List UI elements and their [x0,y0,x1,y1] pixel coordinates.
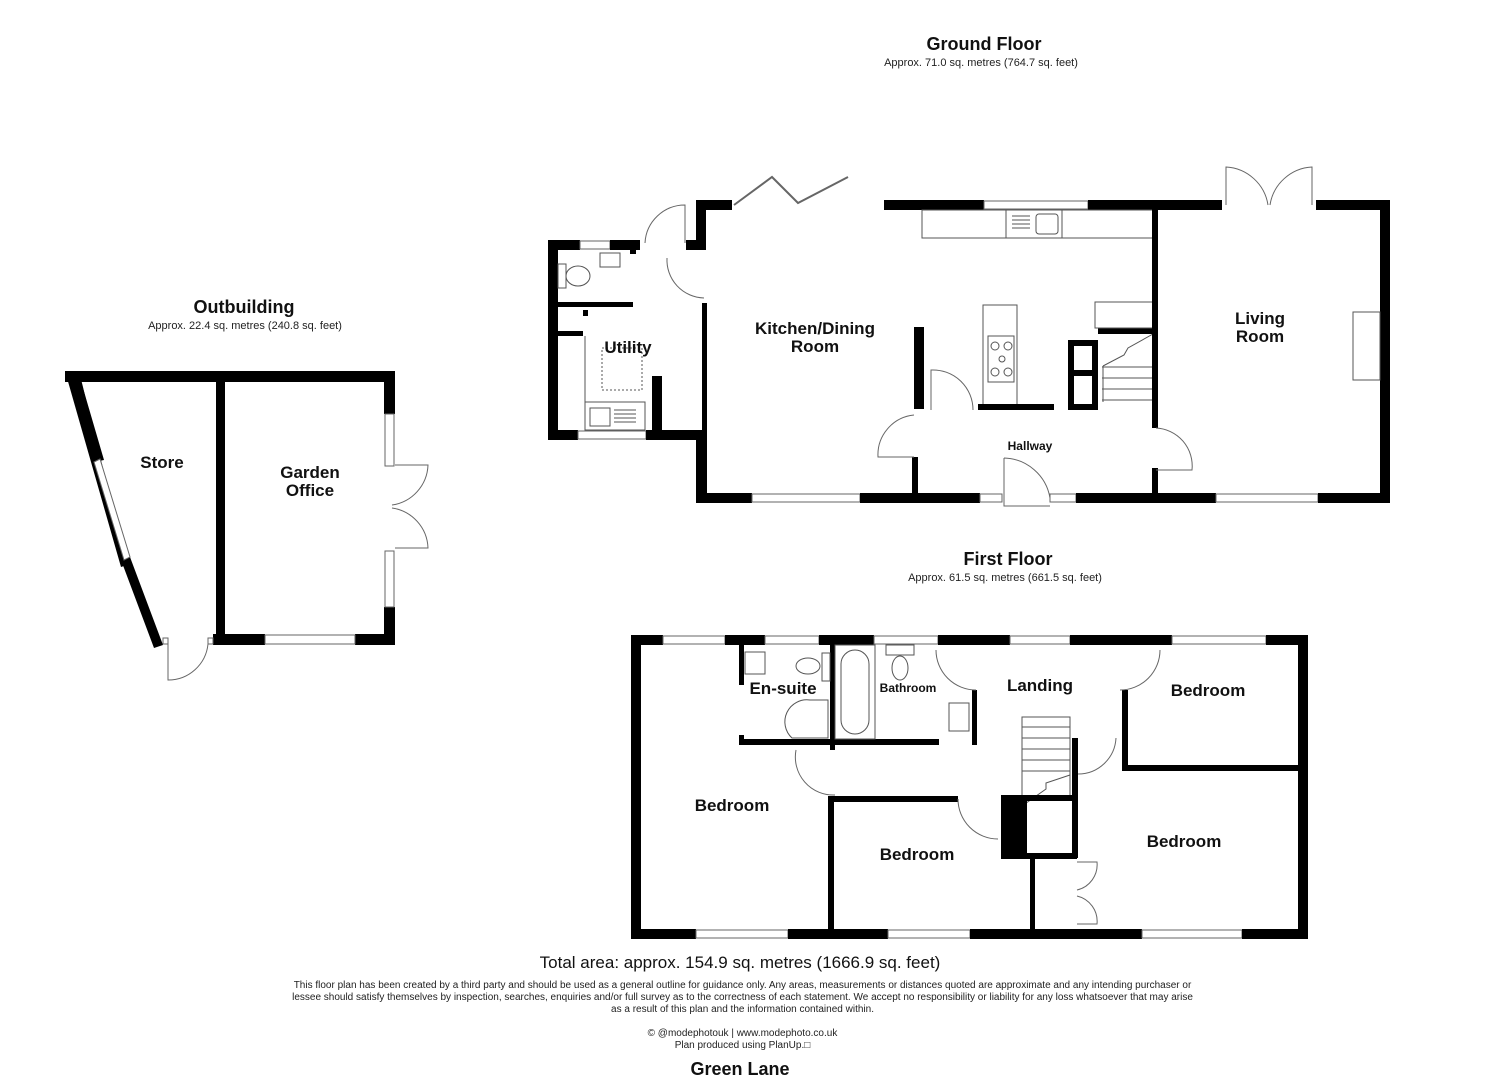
first-floor-plan [631,635,1308,939]
ground-floor-area: Approx. 71.0 sq. metres (764.7 sq. feet) [884,57,1078,69]
ground-floor-plan [548,166,1390,507]
room-label-living-room: Living Room [1220,310,1300,346]
room-label-store: Store [140,453,184,472]
room-label-bedroom-right: Bedroom [1146,832,1222,851]
credit-line: © @modephotouk | www.modephoto.co.uk [647,1028,838,1039]
garden-label-line1: Garden [280,463,340,482]
ground-floor-title: Ground Floor [926,34,1042,54]
outbuilding-plan [65,371,429,681]
living-label-line1: Living [1234,309,1286,328]
first-floor-title: First Floor [963,549,1053,569]
room-label-ensuite: En-suite [749,679,817,698]
room-label-utility: Utility [604,338,652,357]
disclaimer-line-2: lessee should satisfy themselves by insp… [292,992,1193,1003]
room-label-landing: Landing [1006,676,1074,695]
living-label-line2: Room [1235,327,1285,346]
outbuilding-title: Outbuilding [193,297,295,317]
room-label-bedroom-left: Bedroom [694,796,770,815]
room-label-bedroom-top-right: Bedroom [1170,681,1246,700]
garden-label-line2: Office [285,481,335,500]
room-label-kitchen-dining: Kitchen/Dining Room [745,320,885,356]
kitchen-label-line1: Kitchen/Dining [755,319,875,338]
total-area: Total area: approx. 154.9 sq. metres (16… [539,953,941,972]
disclaimer-line-3: as a result of this plan and the informa… [611,1004,874,1015]
kitchen-label-line2: Room [790,337,840,356]
room-label-bathroom: Bathroom [879,681,937,695]
planup-credit: Plan produced using PlanUp.□ [674,1040,811,1051]
disclaimer-line-1: This floor plan has been created by a th… [293,980,1192,991]
room-label-hallway: Hallway [1007,439,1053,453]
room-label-bedroom-middle: Bedroom [879,845,955,864]
outbuilding-area: Approx. 22.4 sq. metres (240.8 sq. feet) [148,320,342,332]
room-label-garden-office: Garden Office [260,464,360,500]
street-name: Green Lane [690,1059,790,1079]
first-floor-area: Approx. 61.5 sq. metres (661.5 sq. feet) [908,572,1102,584]
